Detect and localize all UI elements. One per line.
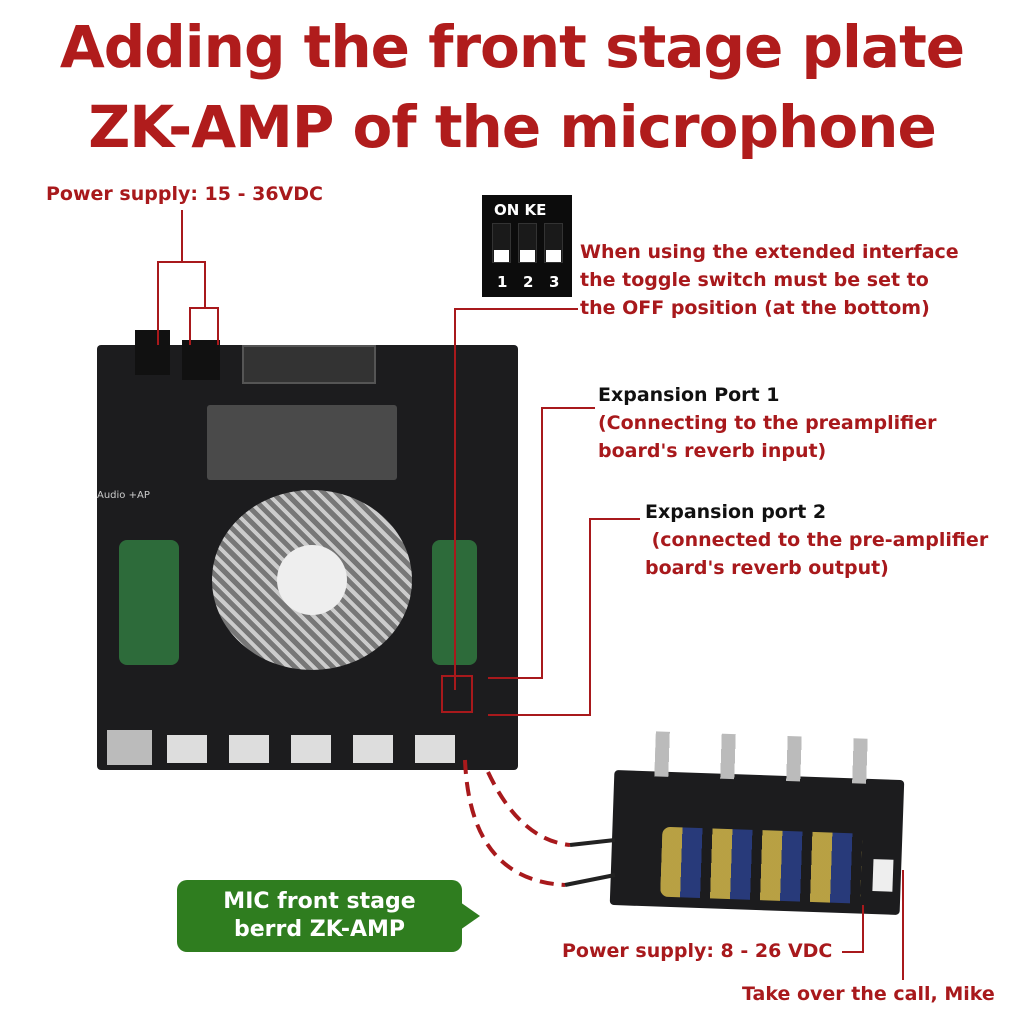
callout-line-2: berrd ZK-AMP xyxy=(233,917,406,942)
fan-logo xyxy=(277,545,347,615)
callout-line-1: MIC front stage xyxy=(223,889,416,914)
expansion-port-1-title: Expansion Port 1 xyxy=(598,384,780,406)
expansion-port-2-desc-2: board's reverb output) xyxy=(645,557,889,579)
speaker-terminal-block xyxy=(242,345,376,384)
dip-switch-image: ON KE 1 2 3 xyxy=(482,195,572,297)
dip-number-2: 2 xyxy=(523,273,534,291)
main-amplifier-board: Audio +AP xyxy=(97,330,518,770)
usb-port xyxy=(107,730,152,765)
dip-number-3: 3 xyxy=(549,273,560,291)
pot-connectors xyxy=(167,735,457,763)
dip-top-label: ON KE xyxy=(494,201,547,219)
expansion-port-2-desc-1: (connected to the pre-amplifier xyxy=(645,529,989,551)
preamp-power-label: Power supply: 8 - 26 VDC xyxy=(562,940,833,962)
expansion-port-1-desc-1: (Connecting to the preamplifier xyxy=(598,412,937,434)
mic-front-stage-callout: MIC front stage berrd ZK-AMP xyxy=(177,880,480,952)
capacitor-left xyxy=(119,540,179,665)
expansion-port-1-desc-2: board's reverb input) xyxy=(598,440,827,462)
main-power-label: Power supply: 15 - 36VDC xyxy=(46,183,323,205)
title-line-2: ZK-AMP of the microphone xyxy=(88,93,937,161)
expansion-port-2-title: Expansion port 2 xyxy=(645,501,827,523)
title-line-1: Adding the front stage plate xyxy=(59,13,965,81)
inductors xyxy=(207,405,397,480)
dip-note-2: the toggle switch must be set to xyxy=(580,269,929,291)
dip-number-1: 1 xyxy=(497,273,508,291)
mic-input-label: Take over the call, Mike xyxy=(742,983,995,1005)
dip-note-3: the OFF position (at the bottom) xyxy=(580,297,930,319)
board-silkscreen: Audio +AP xyxy=(97,490,150,501)
power-terminal xyxy=(182,340,220,380)
dip-note-1: When using the extended interface xyxy=(580,241,959,263)
dc-jack xyxy=(135,330,170,375)
